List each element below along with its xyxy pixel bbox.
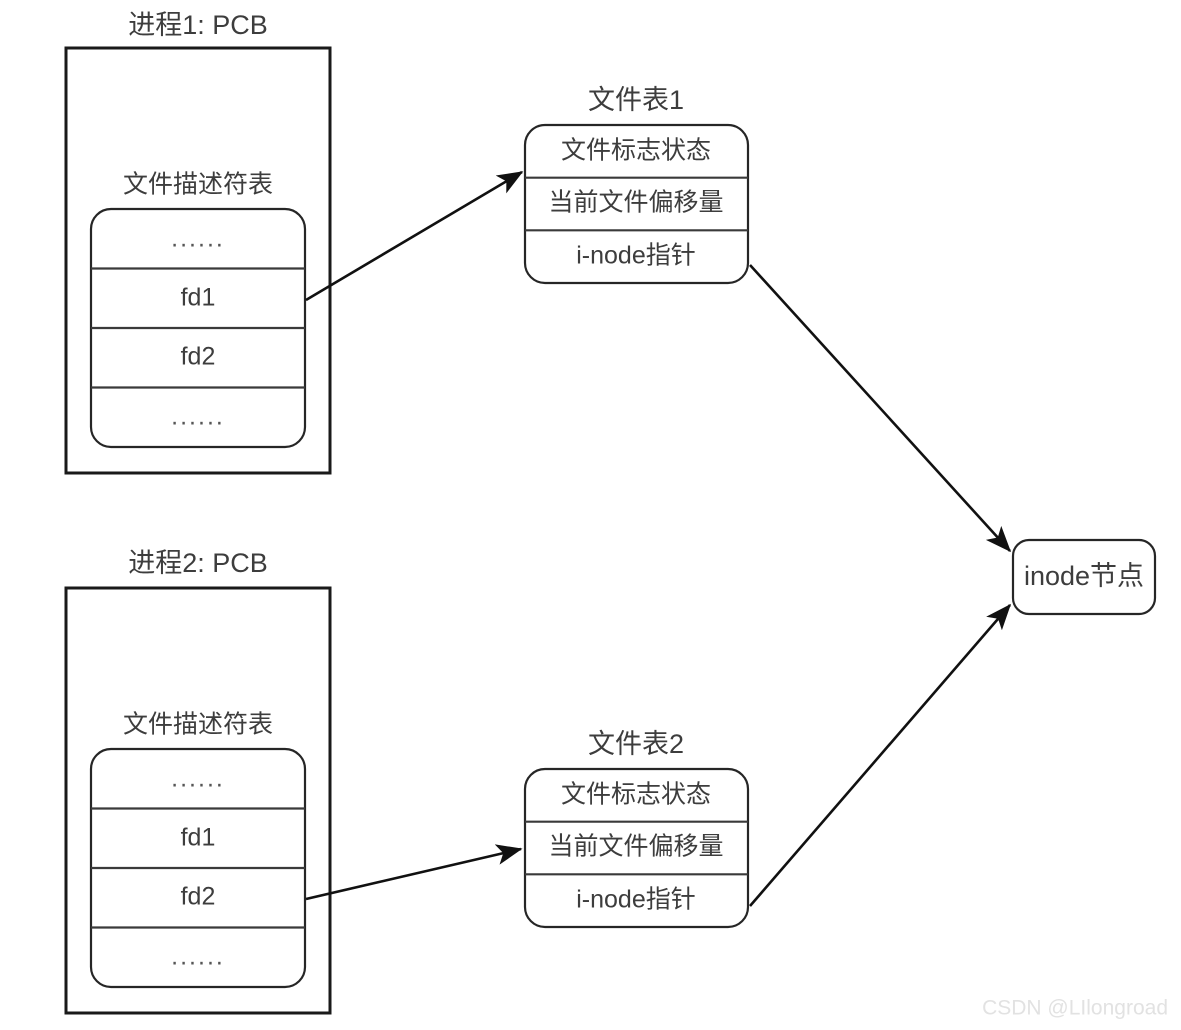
process-2-title: 进程2: PCB xyxy=(128,548,268,578)
inode-node-group: inode节点 xyxy=(1011,538,1157,616)
file-table-2-row-1[interactable]: 当前文件偏移量 xyxy=(548,833,723,861)
process-2-fd-table-label: 文件描述符表 xyxy=(123,711,273,739)
process-2-group: 进程2: PCB 文件描述符表 ...... fd1 fd2 ...... xyxy=(64,548,332,1015)
connector-file-table-2-to-inode xyxy=(749,603,1012,907)
connector-fd2-to-file-table-2 xyxy=(305,844,523,901)
process-2-fd-row-1[interactable]: fd1 xyxy=(181,824,216,852)
process-1-group: 进程1: PCB 文件描述符表 ...... fd1 fd2 ...... xyxy=(64,10,332,475)
inode-node-label: inode节点 xyxy=(1024,561,1144,591)
process-2-fd-row-3[interactable]: ...... xyxy=(171,943,225,971)
connector-fd1-to-file-table-1 xyxy=(305,170,524,302)
file-table-1-box xyxy=(523,123,750,285)
watermark-text: CSDN @LIlongroad xyxy=(982,997,1168,1020)
file-table-2-box xyxy=(523,767,750,929)
file-table-2-row-2[interactable]: i-node指针 xyxy=(576,886,696,914)
file-table-1-group: 文件表1 文件标志状态 当前文件偏移量 i-node指针 xyxy=(523,85,750,285)
process-1-fd-row-1[interactable]: fd1 xyxy=(181,284,216,312)
process-2-fd-row-2[interactable]: fd2 xyxy=(181,883,216,911)
process-1-fd-row-2[interactable]: fd2 xyxy=(181,343,216,371)
process-1-fd-row-3[interactable]: ...... xyxy=(171,403,225,431)
inode-node-box[interactable] xyxy=(1011,538,1157,616)
file-table-2-row-0[interactable]: 文件标志状态 xyxy=(561,781,711,809)
process-1-title: 进程1: PCB xyxy=(128,10,268,40)
process-1-fd-table-label: 文件描述符表 xyxy=(123,171,273,199)
file-table-2-group: 文件表2 文件标志状态 当前文件偏移量 i-node指针 xyxy=(523,729,750,929)
process-2-fd-row-0[interactable]: ...... xyxy=(171,765,225,793)
file-table-1-title: 文件表1 xyxy=(588,85,684,115)
file-table-1-row-2[interactable]: i-node指针 xyxy=(576,242,696,270)
file-table-1-row-1[interactable]: 当前文件偏移量 xyxy=(548,189,723,217)
connector-file-table-1-to-inode xyxy=(749,264,1012,553)
file-table-1-row-0[interactable]: 文件标志状态 xyxy=(561,137,711,165)
file-table-2-title: 文件表2 xyxy=(588,729,684,759)
process-1-fd-row-0[interactable]: ...... xyxy=(171,225,225,253)
